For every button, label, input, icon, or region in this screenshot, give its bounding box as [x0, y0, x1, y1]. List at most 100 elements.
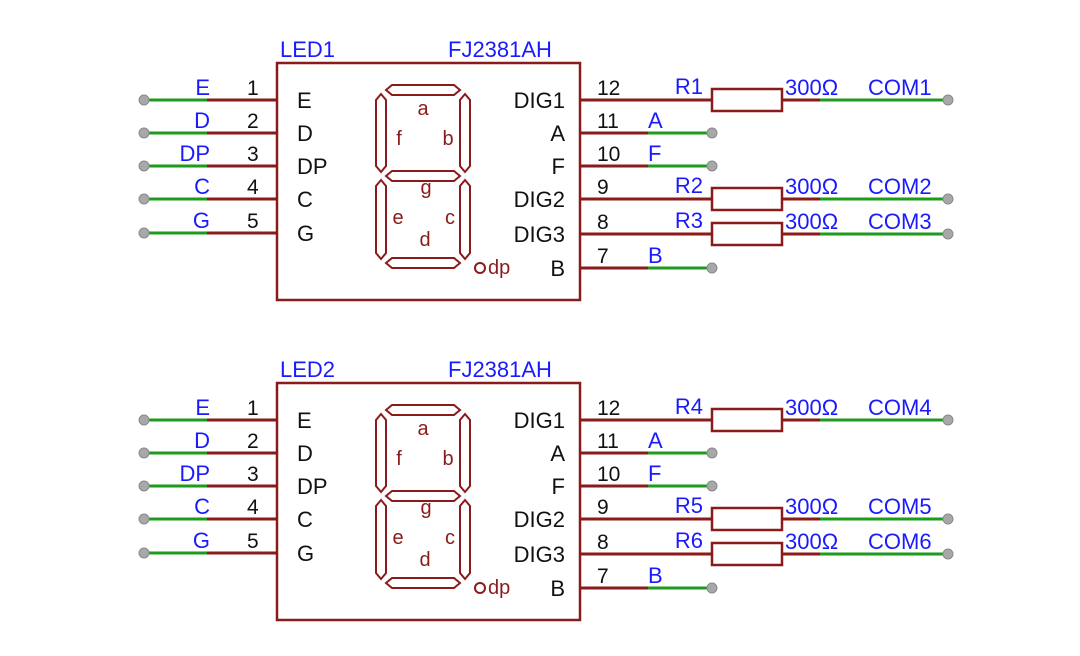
net-terminal — [942, 548, 954, 560]
pin-number: 8 — [597, 531, 609, 554]
net-label: E — [195, 395, 210, 420]
segment-g — [384, 490, 462, 502]
net-label: B — [648, 243, 663, 268]
segment-label-e: e — [392, 527, 403, 549]
pin-name: DIG3 — [514, 222, 565, 247]
resistor-body — [710, 407, 784, 433]
resistor-ref: R3 — [675, 208, 703, 233]
net-label: B — [648, 563, 663, 588]
resistor-ref: R2 — [675, 173, 703, 198]
segment-label-f: f — [396, 128, 402, 150]
pin-name: G — [297, 221, 314, 246]
resistor-body — [710, 221, 784, 247]
net-label: COM1 — [868, 75, 932, 100]
pin-name: B — [550, 256, 565, 281]
pin-number: 2 — [247, 110, 259, 133]
net-terminal — [138, 227, 150, 239]
net-terminal — [942, 94, 954, 106]
segment-label-e: e — [392, 207, 403, 229]
resistor-body — [710, 506, 784, 532]
net-terminal — [706, 262, 718, 274]
net-label: COM5 — [868, 494, 932, 519]
pin-name: C — [297, 187, 313, 212]
net-terminal — [138, 94, 150, 106]
segment-label-a: a — [417, 418, 429, 440]
pin-name: A — [550, 441, 565, 466]
pin-number: 1 — [247, 397, 259, 420]
net-label: D — [194, 428, 210, 453]
pin-number: 1 — [247, 77, 259, 100]
segment-b — [459, 92, 471, 174]
net-terminal — [942, 228, 954, 240]
net-terminal — [138, 127, 150, 139]
net-label: COM6 — [868, 529, 932, 554]
resistor-value: 300Ω — [785, 395, 838, 420]
segment-e — [375, 498, 387, 581]
net-terminal — [138, 193, 150, 205]
segment-label-g: g — [420, 177, 431, 199]
pin-name: B — [550, 576, 565, 601]
pin-number: 10 — [597, 143, 620, 166]
segment-label-g: g — [420, 497, 431, 519]
component-ref: LED1 — [280, 37, 335, 62]
net-terminal — [138, 447, 150, 459]
pin-name: A — [550, 121, 565, 146]
resistor-value: 300Ω — [785, 75, 838, 100]
pin-number: 8 — [597, 211, 609, 234]
segment-label-d: d — [419, 229, 430, 251]
pin-number: 11 — [597, 430, 619, 453]
resistor-ref: R5 — [675, 493, 703, 518]
segment-label-dp: dp — [488, 257, 510, 279]
right-pin-7: B 7 B — [550, 563, 718, 601]
net-terminal — [138, 513, 150, 525]
resistor-ref: R6 — [675, 528, 703, 553]
pin-name: DIG3 — [514, 542, 565, 567]
segment-f — [375, 92, 387, 174]
net-label: COM3 — [868, 209, 932, 234]
pin-number: 2 — [247, 430, 259, 453]
pin-number: 12 — [597, 77, 620, 100]
net-label: COM4 — [868, 395, 932, 420]
segment-a — [384, 404, 462, 416]
net-label: C — [194, 174, 210, 199]
pin-number: 4 — [247, 176, 259, 199]
segment-d — [384, 577, 462, 589]
segment-c — [459, 498, 471, 581]
resistor-ref: R1 — [675, 74, 703, 99]
pin-name: DP — [297, 154, 328, 179]
segment-a — [384, 84, 462, 96]
component-part-number: FJ2381AH — [448, 357, 552, 382]
component-part-number: FJ2381AH — [448, 37, 552, 62]
pin-name: D — [297, 121, 313, 146]
net-terminal — [138, 480, 150, 492]
pin-name: DP — [297, 474, 328, 499]
net-terminal — [942, 513, 954, 525]
segment-b — [459, 412, 471, 494]
net-label: F — [648, 141, 661, 166]
net-label: COM2 — [868, 174, 932, 199]
resistor-value: 300Ω — [785, 529, 838, 554]
net-terminal — [706, 582, 718, 594]
net-label: G — [193, 528, 210, 553]
pin-number: 7 — [597, 565, 609, 588]
segment-label-d: d — [419, 549, 430, 571]
segment-label-a: a — [417, 98, 429, 120]
net-label: A — [648, 108, 663, 133]
pin-name: DIG2 — [514, 187, 565, 212]
pin-name: E — [297, 88, 312, 113]
